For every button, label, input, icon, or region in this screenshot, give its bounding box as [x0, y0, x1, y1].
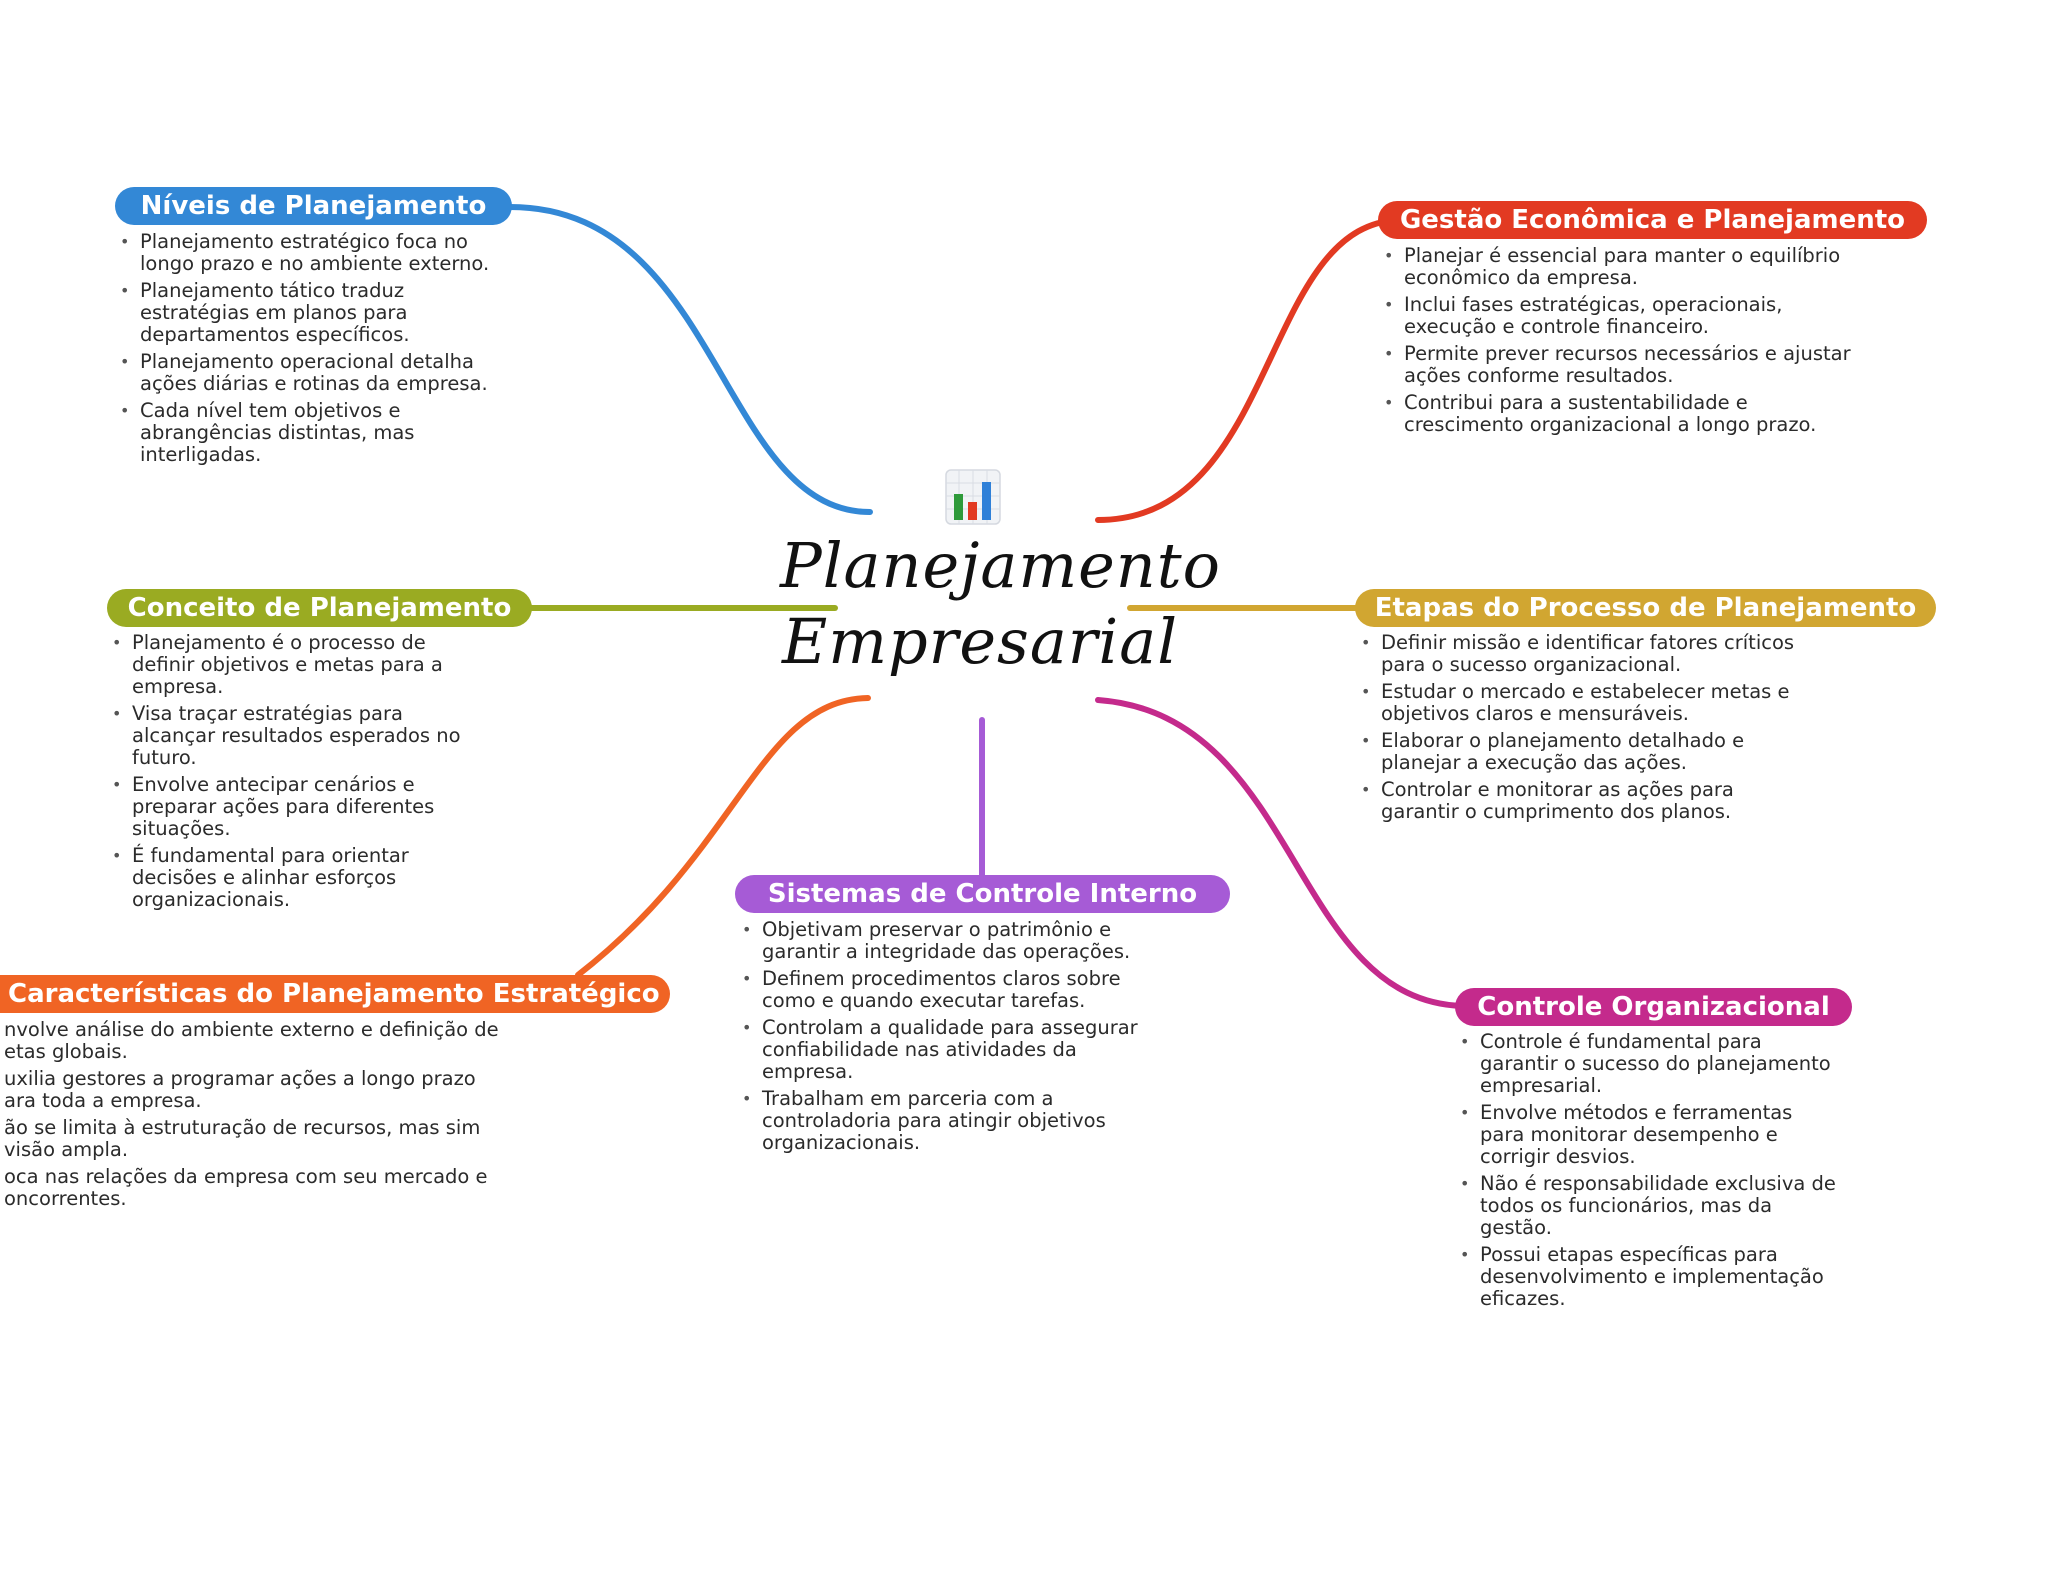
- list-item: Controle é fundamental para garantir o s…: [1456, 1031, 1836, 1097]
- list-item: Elaborar o planejamento detalhado e plan…: [1357, 730, 1797, 774]
- branch-title-controle[interactable]: Controle Organizacional: [1455, 988, 1852, 1026]
- branch-list-conceito: Planejamento é o processo de definir obj…: [108, 632, 488, 916]
- branch-title-conceito[interactable]: Conceito de Planejamento: [107, 589, 532, 627]
- branch-title-niveis[interactable]: Níveis de Planejamento: [115, 187, 512, 225]
- bar-chart-icon: [945, 469, 1001, 525]
- branch-title-sistemas[interactable]: Sistemas de Controle Interno: [735, 875, 1230, 913]
- connector-controle: [1095, 697, 1465, 1009]
- branch-list-controle: Controle é fundamental para garantir o s…: [1456, 1031, 1836, 1315]
- list-item: Visa traçar estratégias para alcançar re…: [108, 703, 488, 769]
- list-item: É fundamental para orientar decisões e a…: [108, 845, 488, 911]
- list-item: uxilia gestores a programar ações a long…: [0, 1068, 510, 1112]
- branch-title-gestao[interactable]: Gestão Econômica e Planejamento: [1378, 201, 1927, 239]
- list-item: Não é responsabilidade exclusiva de todo…: [1456, 1173, 1836, 1239]
- central-topic-line-1: Planejamento: [780, 529, 1221, 602]
- branch-list-gestao: Planejar é essencial para manter o equil…: [1380, 245, 1860, 441]
- list-item: Definem procedimentos claros sobre como …: [738, 968, 1158, 1012]
- connector-niveis: [507, 204, 873, 515]
- list-item: Possui etapas específicas para desenvolv…: [1456, 1244, 1836, 1310]
- list-item: Planejamento tático traduz estratégias e…: [116, 280, 496, 346]
- list-item: Definir missão e identificar fatores crí…: [1357, 632, 1797, 676]
- list-item: Estudar o mercado e estabelecer metas e …: [1357, 681, 1797, 725]
- branch-list-caracteristicas: nvolve análise do ambiente externo e def…: [0, 1019, 510, 1215]
- connector-gestao: [1095, 217, 1405, 523]
- branch-list-sistemas: Objetivam preservar o patrimônio e garan…: [738, 919, 1158, 1159]
- list-item: Envolve métodos e ferramentas para monit…: [1456, 1102, 1836, 1168]
- list-item: Envolve antecipar cenários e preparar aç…: [108, 774, 488, 840]
- list-item: Planejamento é o processo de definir obj…: [108, 632, 488, 698]
- branch-title-caracteristicas[interactable]: Características do Planejamento Estratég…: [0, 975, 670, 1013]
- central-topic-line-2: Empresarial: [781, 605, 1179, 678]
- list-item: Objetivam preservar o patrimônio e garan…: [738, 919, 1158, 963]
- list-item: Cada nível tem objetivos e abrangências …: [116, 400, 496, 466]
- list-item: Contribui para a sustentabilidade e cres…: [1380, 392, 1860, 436]
- list-item: Planejamento operacional detalha ações d…: [116, 351, 496, 395]
- list-item: Planejamento estratégico foca no longo p…: [116, 231, 496, 275]
- list-item: Inclui fases estratégicas, operacionais,…: [1380, 294, 1860, 338]
- list-item: ão se limita à estruturação de recursos,…: [0, 1117, 510, 1161]
- branch-list-etapas: Definir missão e identificar fatores crí…: [1357, 632, 1797, 828]
- list-item: Trabalham em parceria com a controladori…: [738, 1088, 1158, 1154]
- list-item: nvolve análise do ambiente externo e def…: [0, 1019, 510, 1063]
- central-topic-title: Planejamento Empresarial: [780, 528, 1221, 680]
- list-item: oca nas relações da empresa com seu merc…: [0, 1166, 510, 1210]
- list-item: Planejar é essencial para manter o equil…: [1380, 245, 1860, 289]
- list-item: Controlam a qualidade para assegurar con…: [738, 1017, 1158, 1083]
- branch-title-etapas[interactable]: Etapas do Processo de Planejamento: [1355, 589, 1936, 627]
- branch-list-niveis: Planejamento estratégico foca no longo p…: [116, 231, 496, 471]
- list-item: Permite prever recursos necessários e aj…: [1380, 343, 1860, 387]
- connector-caracteristicas: [575, 695, 871, 978]
- list-item: Controlar e monitorar as ações para gara…: [1357, 779, 1797, 823]
